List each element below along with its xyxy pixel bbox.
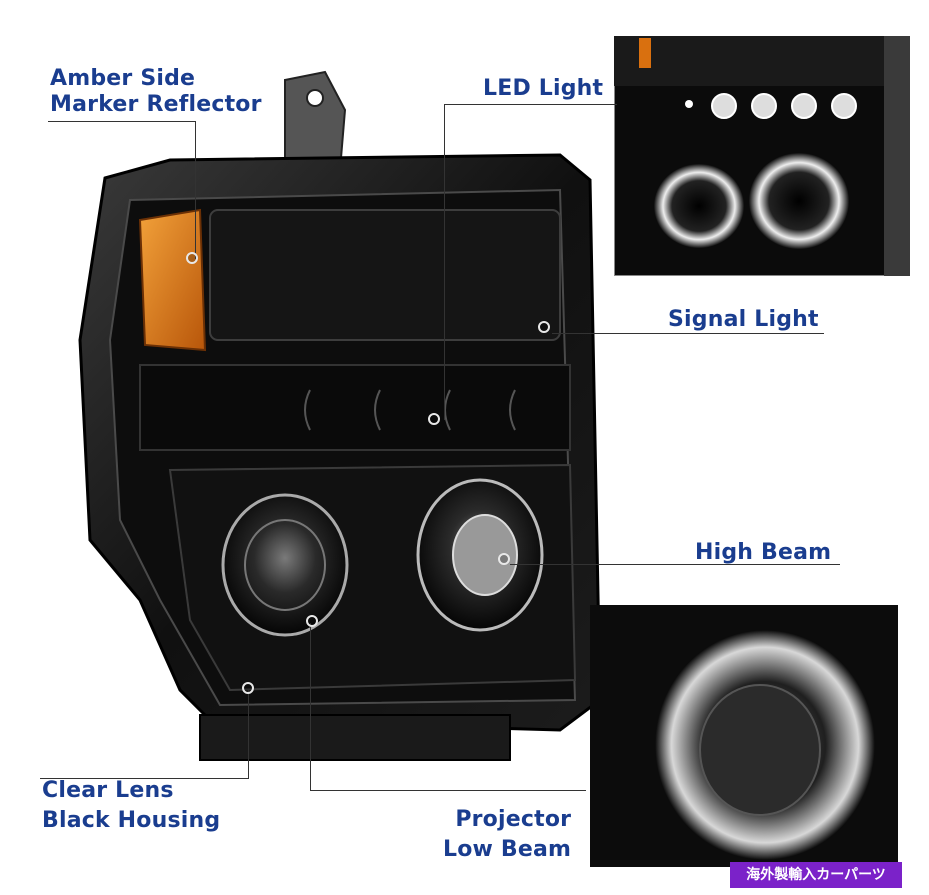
projector-detail-inset xyxy=(590,605,898,867)
line-led-v xyxy=(444,104,445,420)
label-clear-lens: Clear Lens Black Housing xyxy=(42,776,220,836)
label-high-beam: High Beam xyxy=(695,540,831,566)
line-lowbeam-h xyxy=(310,790,586,791)
dot-signal xyxy=(538,321,550,333)
line-amber-h xyxy=(48,121,196,122)
label-signal-text: Signal Light xyxy=(668,307,819,332)
headlight-main-image xyxy=(78,70,602,761)
dot-amber xyxy=(186,252,198,264)
dot-clearlens xyxy=(242,682,254,694)
line-amber-v xyxy=(195,121,196,259)
line-signal-h xyxy=(552,333,824,334)
label-projector-low-beam: Projector Low Beam xyxy=(443,805,571,865)
label-amber-side-marker: Amber Side Marker Reflector xyxy=(50,66,262,118)
line-led-h xyxy=(445,104,617,105)
dot-lowbeam xyxy=(306,615,318,627)
label-amber-line1: Amber Side xyxy=(50,66,196,91)
label-clearlens-line2: Black Housing xyxy=(42,808,221,833)
dot-led xyxy=(428,413,440,425)
line-clearlens-v xyxy=(248,690,249,778)
label-amber-line2: Marker Reflector xyxy=(50,92,262,117)
dot-highbeam xyxy=(498,553,510,565)
label-led-light: LED Light xyxy=(483,76,603,102)
label-clearlens-line1: Clear Lens xyxy=(42,778,174,803)
line-clearlens-h xyxy=(40,778,249,779)
label-signal-light: Signal Light xyxy=(668,307,819,333)
line-highbeam-h xyxy=(510,564,840,565)
led-detail-inset xyxy=(614,36,910,276)
line-lowbeam-v xyxy=(310,623,311,791)
label-led-text: LED Light xyxy=(483,76,604,101)
label-projector-line2: Low Beam xyxy=(443,837,572,862)
label-highbeam-text: High Beam xyxy=(695,540,832,565)
watermark-badge: 海外製輸入カーパーツ xyxy=(730,862,902,888)
label-projector-line1: Projector xyxy=(455,807,572,832)
